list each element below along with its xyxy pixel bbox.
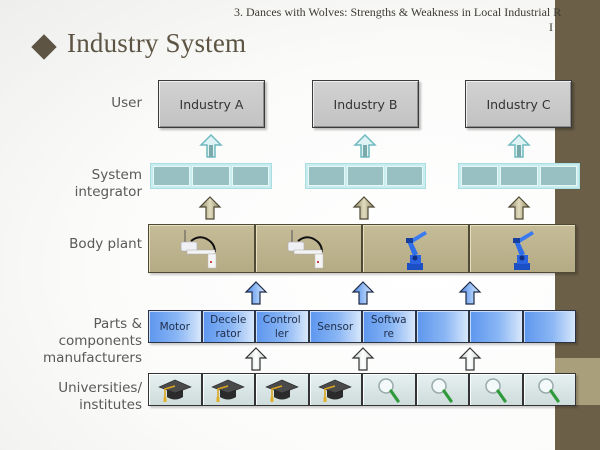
institute-cell <box>522 373 576 406</box>
institute-cell <box>469 373 523 406</box>
blue-up-arrow-icon <box>351 281 375 305</box>
blue-up-arrow-icon <box>458 281 482 305</box>
parts-cell-empty <box>522 310 576 343</box>
system-integrator-cell <box>192 166 230 186</box>
system-integrator-cell <box>461 166 499 186</box>
magnifier-icon <box>538 377 560 403</box>
light-cyan-up-arrow-icon <box>199 133 223 158</box>
scara-robot-icon <box>180 229 216 268</box>
label-body-plant: Body plant <box>69 236 142 252</box>
graduation-cap-icon <box>318 379 353 402</box>
light-cyan-up-arrow-icon <box>353 133 377 158</box>
light-cyan-up-arrow-icon <box>507 133 531 158</box>
institute-cell <box>415 373 469 406</box>
magnifier-icon <box>378 377 400 403</box>
system-integrator-group <box>150 163 272 189</box>
parts-cell-label: Softwa <box>370 313 407 326</box>
body-plant-cell <box>255 224 362 273</box>
label-line: integrator <box>74 184 142 200</box>
magnifier-icon <box>485 377 507 403</box>
parts-cell-label: Motor <box>159 320 190 333</box>
system-integrator-group <box>305 163 426 189</box>
label-line: System <box>91 167 142 183</box>
university-cell <box>308 373 362 406</box>
label-user: User <box>111 95 142 111</box>
label-line: components <box>58 333 142 349</box>
diamond-bullet-icon <box>31 34 57 60</box>
graduation-cap-icon <box>264 379 299 402</box>
label-universities: Universities/ institutes <box>58 380 142 414</box>
header-section-title: 3. Dances with Wolves: Strengths & Weakn… <box>234 5 562 19</box>
parts-cell-empty <box>469 310 523 343</box>
body-plant-row <box>148 224 576 273</box>
system-integrator-cell <box>153 166 191 186</box>
parts-cell-motor: Motor <box>148 310 202 343</box>
industrial-arm-robot-icon <box>512 230 534 270</box>
blue-up-arrow-icon <box>244 281 268 305</box>
slide-title: Industry System <box>67 28 247 58</box>
system-integrator-cell <box>231 166 269 186</box>
khaki-up-arrow-icon <box>352 196 376 220</box>
body-plant-cell <box>469 224 576 273</box>
institute-cell <box>362 373 416 406</box>
parts-cell-label: re <box>383 327 395 340</box>
system-integrator-cell <box>386 166 423 186</box>
white-up-arrow-icon <box>244 347 268 371</box>
label-parts-components: Parts & components manufacturers <box>43 316 142 367</box>
parts-cell-label: rator <box>215 327 242 340</box>
khaki-up-arrow-icon <box>507 196 531 220</box>
user-box-industry-a: Industry A <box>158 80 265 128</box>
graduation-cap-icon <box>157 379 192 402</box>
parts-cell-label: Decele <box>210 313 247 326</box>
magnifier-icon <box>431 377 453 403</box>
parts-cell-label: Control <box>262 313 301 326</box>
industrial-arm-robot-icon <box>405 230 427 270</box>
university-cell <box>201 373 255 406</box>
parts-cell-label: ler <box>274 327 289 340</box>
user-box-industry-b: Industry B <box>312 80 419 128</box>
system-integrator-cell <box>308 166 345 186</box>
label-line: institutes <box>79 397 142 413</box>
university-cell <box>148 373 202 406</box>
system-integrator-cell <box>500 166 538 186</box>
graduation-cap-icon <box>211 379 246 402</box>
body-plant-cell <box>362 224 469 273</box>
label-line: manufacturers <box>43 350 142 366</box>
university-cell <box>255 373 309 406</box>
label-line: Universities/ <box>58 380 142 396</box>
parts-cell-empty <box>415 310 469 343</box>
parts-cell-label: Sensor <box>317 320 354 333</box>
scara-robot-icon <box>287 229 323 268</box>
user-box-industry-c: Industry C <box>465 80 572 128</box>
universities-row <box>148 373 576 406</box>
khaki-up-arrow-icon <box>198 196 222 220</box>
body-plant-cell <box>148 224 255 273</box>
system-integrator-cell <box>539 166 577 186</box>
system-integrator-cell <box>347 166 384 186</box>
label-line: Parts & <box>93 316 142 332</box>
label-system-integrator: System integrator <box>75 167 142 201</box>
parts-cell-sensor: Sensor <box>308 310 362 343</box>
system-integrator-group <box>458 163 580 189</box>
header-section-title-overflow: I <box>549 20 553 34</box>
white-up-arrow-icon <box>458 347 482 371</box>
white-up-arrow-icon <box>351 347 375 371</box>
